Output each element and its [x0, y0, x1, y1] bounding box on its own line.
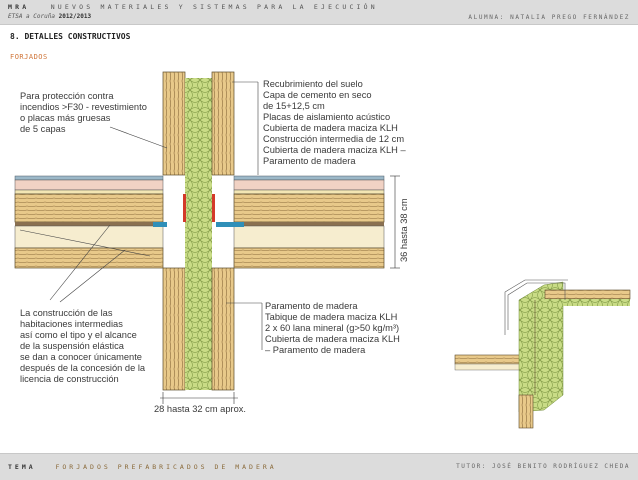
- tema-label: TEMA: [8, 463, 36, 471]
- subtitle: FORJADOS: [10, 53, 48, 61]
- footer-bar: TEMA FORJADOS PREFABRICADOS DE MADERA TU…: [0, 453, 638, 480]
- protection-note: Para protección contra incendios >F30 - …: [20, 91, 149, 134]
- height-dim-label: 36 hasta 38 cm: [399, 198, 409, 262]
- wall-layers-note: Paramento de madera Tabique de madera ma…: [265, 301, 402, 355]
- school-line: ETSA a Coruña 2012/2013: [8, 13, 91, 20]
- floor-right: [233, 175, 385, 269]
- construction-note: La construcción de las habitaciones inte…: [20, 308, 148, 384]
- wall-lower: [162, 267, 235, 391]
- floor-left: [14, 175, 164, 269]
- tema-value: FORJADOS PREFABRICADOS DE MADERA: [55, 463, 277, 471]
- tutor-name: TUTOR: JOSÉ BENITO RODRÍGUEZ CHEDA: [456, 463, 630, 470]
- insulation-core: [185, 175, 212, 268]
- elastic-bearing-right: [216, 222, 244, 227]
- width-dimension: [160, 392, 238, 404]
- author-name: ALUMNA: NATALIA PREGO FERNÁNDEZ: [468, 14, 630, 21]
- program-line: MRA NUEVOS MATERIALES Y SISTEMAS PARA LA…: [8, 3, 378, 11]
- section-title: 8. DETALLES CONSTRUCTIVOS: [10, 32, 131, 41]
- header-bar: MRA NUEVOS MATERIALES Y SISTEMAS PARA LA…: [0, 0, 638, 25]
- program-code: MRA: [8, 3, 30, 11]
- program-name: NUEVOS MATERIALES Y SISTEMAS PARA LA EJE…: [50, 3, 378, 11]
- floor-layers-note: Recubrimiento del suelo Capa de cemento …: [263, 79, 408, 166]
- academic-year: 2012/2013: [58, 13, 92, 20]
- parapet-detail: [454, 279, 631, 429]
- height-dimension: [390, 175, 400, 269]
- fire-strip-left: [183, 194, 186, 222]
- fire-strip-right: [212, 194, 215, 222]
- footer-topic: TEMA FORJADOS PREFABRICADOS DE MADERA: [8, 463, 277, 471]
- width-dim-label: 28 hasta 32 cm aprox.: [154, 404, 246, 414]
- wall-upper: [162, 71, 235, 176]
- leader-lines: [19, 81, 263, 350]
- elastic-bearing-left: [153, 222, 167, 227]
- school-name: ETSA a Coruña: [8, 13, 55, 20]
